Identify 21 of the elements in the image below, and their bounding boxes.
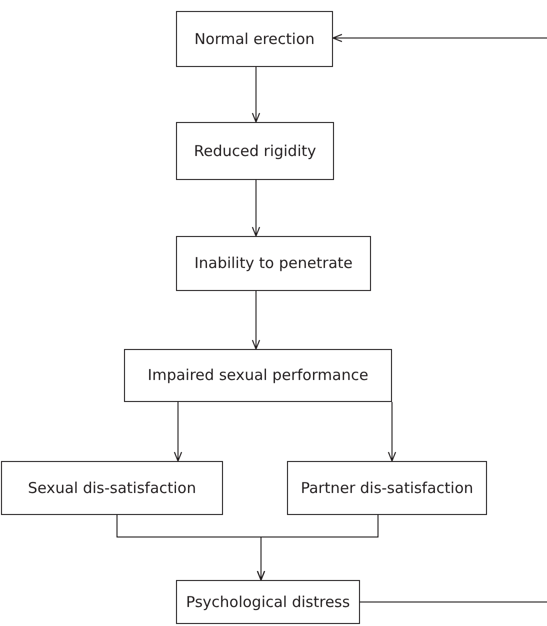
arrow (256, 514, 378, 581)
process-box (287, 461, 487, 515)
process-box (124, 349, 392, 402)
process-box (176, 580, 360, 624)
box-label: Inability to penetrate (194, 254, 353, 273)
process-box (176, 122, 334, 180)
box-label: Psychological distress (186, 592, 350, 612)
box-label: Sexual dis-satisfaction (28, 478, 196, 498)
arrow (252, 290, 260, 350)
arrow (174, 402, 182, 462)
box-label: Normal erection (194, 30, 315, 48)
process-box (1, 461, 223, 515)
process-box (176, 236, 371, 291)
box-label: Partner dis-satisfaction (300, 478, 474, 498)
arrow (252, 180, 260, 237)
arrow (388, 402, 396, 462)
arrow (332, 34, 547, 42)
box-label: Impaired sexual performance (148, 366, 368, 385)
arrow (252, 66, 260, 123)
box-label: Reduced rigidity (194, 142, 316, 160)
process-box (176, 11, 333, 67)
